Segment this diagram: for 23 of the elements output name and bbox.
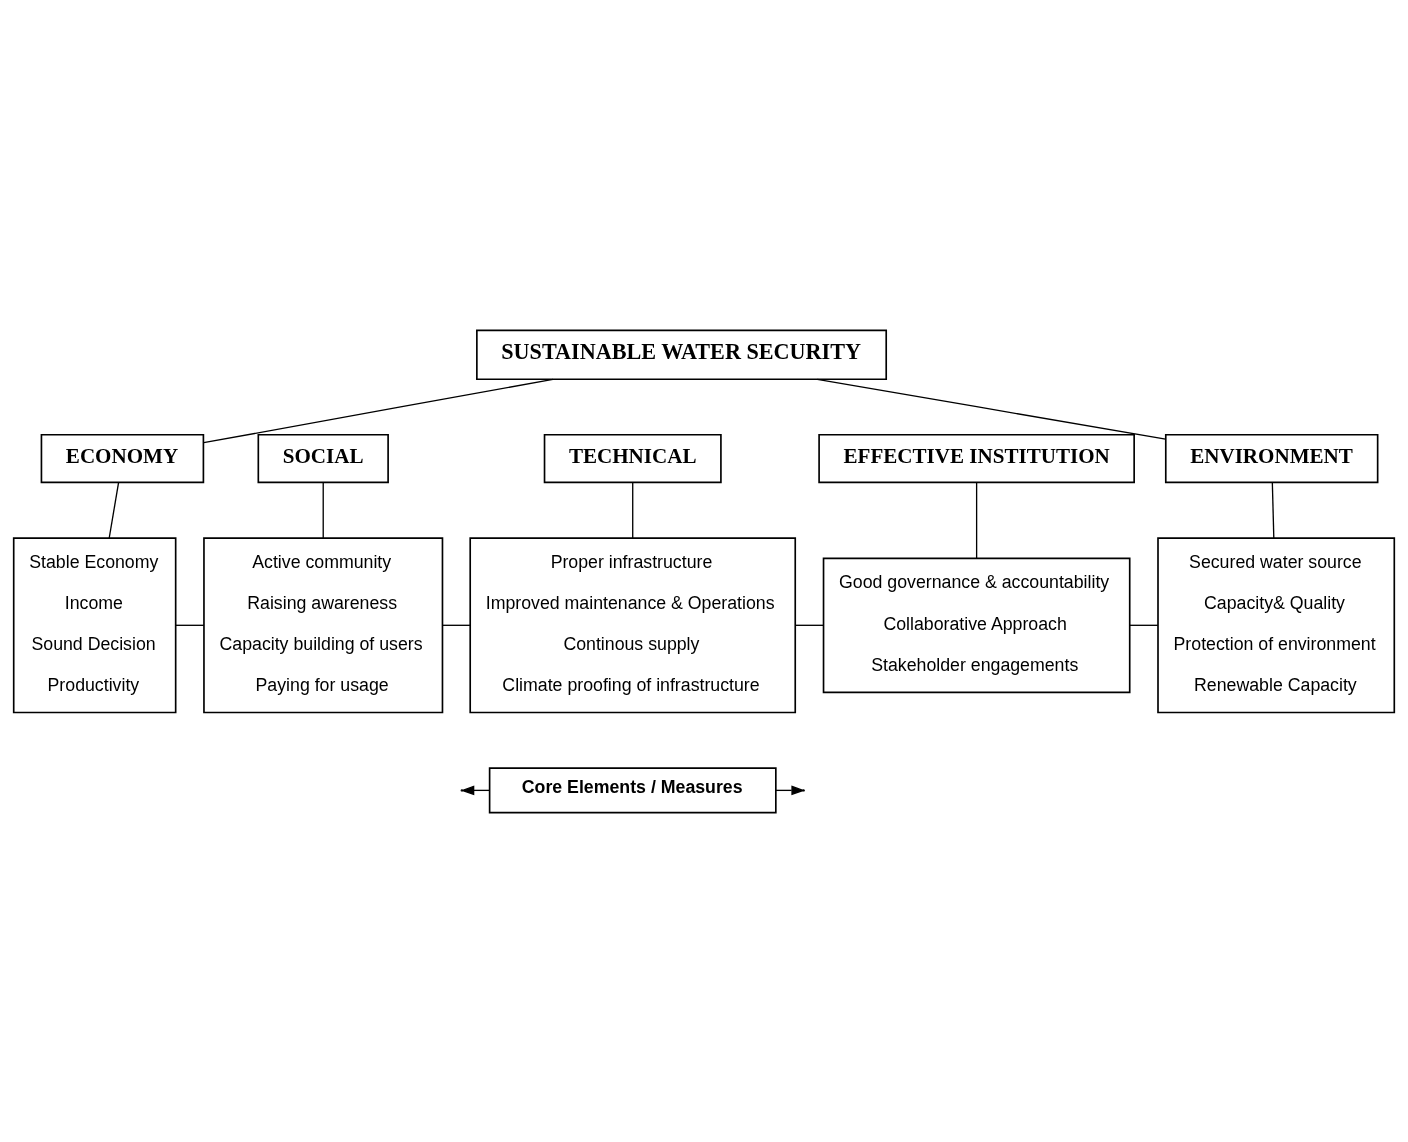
node-box: ENVIRONMENT xyxy=(1164,433,1379,483)
connector xyxy=(1271,481,1275,539)
connector xyxy=(175,624,205,626)
node-box: Good governance & accountability Collaborative Approach Stakeholder engagements xyxy=(822,556,1131,693)
node-box: TECHNICAL xyxy=(543,433,722,483)
connector xyxy=(441,624,471,626)
connector xyxy=(816,378,1167,440)
node-box: EFFECTIVE INSTITUTION xyxy=(818,433,1135,483)
connector xyxy=(1129,624,1159,626)
connector xyxy=(108,481,120,539)
connector xyxy=(632,481,634,539)
node-box: Active community Raising awareness Capacity building of users Paying for usage xyxy=(203,536,444,713)
node-box: Secured water source Capacity& Quality Protection of environment Renewable Capacity xyxy=(1157,536,1396,713)
node-box: SOCIAL xyxy=(257,433,389,483)
node-box: ECONOMY xyxy=(40,433,205,483)
node-box: Stable Economy Income Sound Decision Productivity xyxy=(12,536,177,713)
node-box: SUSTAINABLE WATER SECURITY xyxy=(476,329,888,380)
node-box: Core Elements / Measures xyxy=(488,766,777,813)
connector xyxy=(794,624,824,626)
connector xyxy=(322,481,324,539)
node-box: Proper infrastructure Improved maintenance & Operations Continous supply Climate proofing of infrastructure xyxy=(469,536,797,713)
connector xyxy=(203,378,554,443)
connector xyxy=(975,481,978,559)
